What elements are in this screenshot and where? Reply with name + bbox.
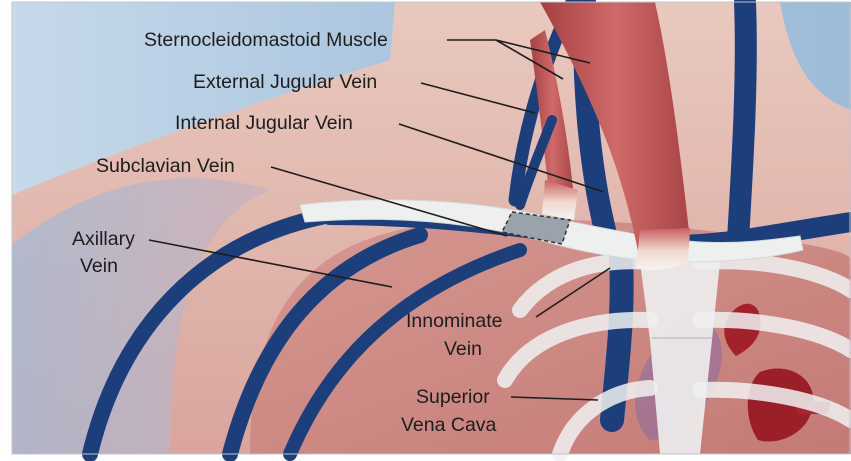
label-external-jugular-vein: External Jugular Vein xyxy=(193,71,377,93)
label-sternocleidomastoid-muscle: Sternocleidomastoid Muscle xyxy=(144,29,388,51)
label-superior-vena-cava-line2: Vena Cava xyxy=(401,414,497,436)
label-superior-vena-cava-line1: Superior xyxy=(416,386,490,408)
label-innominate-vein-line1: Innominate xyxy=(406,310,502,332)
label-axillary-vein-line2: Vein xyxy=(80,255,118,277)
label-internal-jugular-vein: Internal Jugular Vein xyxy=(175,112,353,134)
right-jugular-vein xyxy=(738,2,746,240)
label-subclavian-vein: Subclavian Vein xyxy=(96,155,235,177)
label-innominate-vein-line2: Vein xyxy=(444,338,482,360)
label-axillary-vein-line1: Axillary xyxy=(72,228,135,250)
